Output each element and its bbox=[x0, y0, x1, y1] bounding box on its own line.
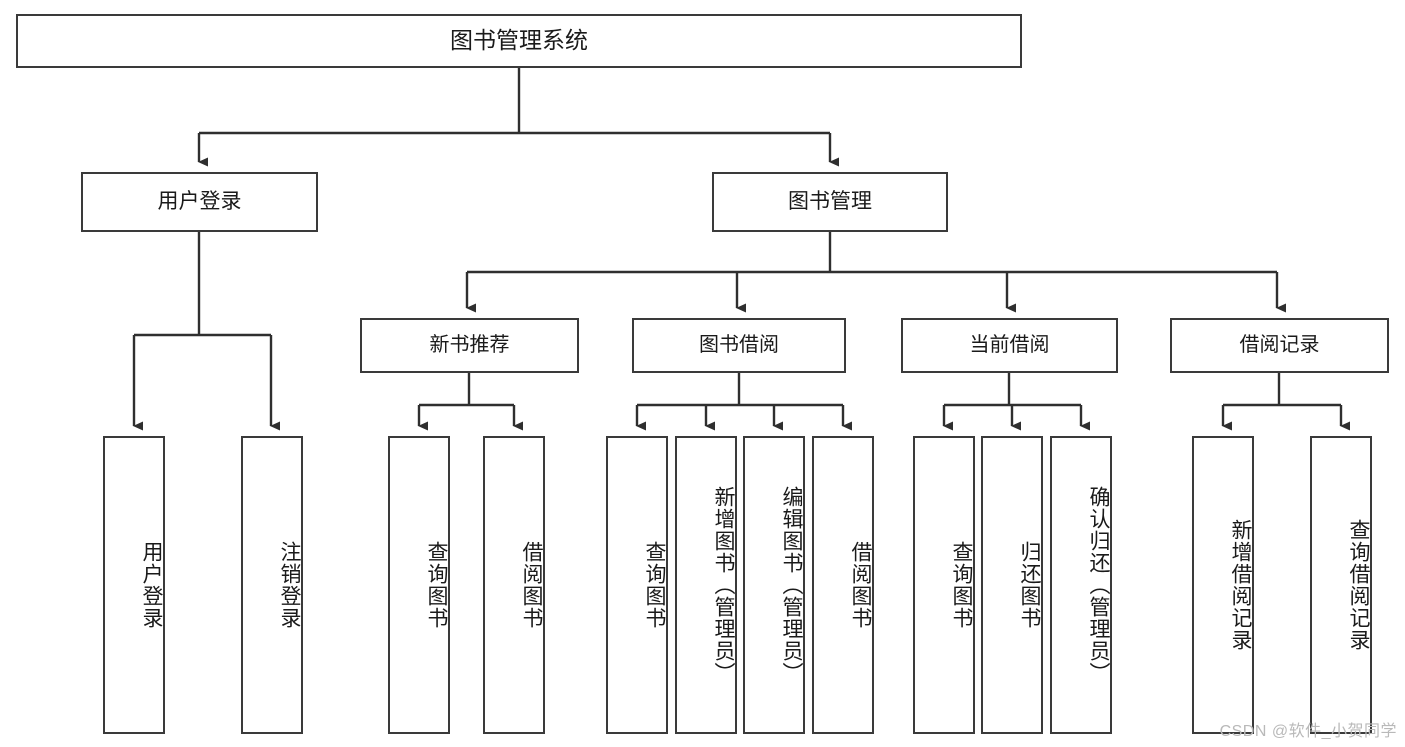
node-label: 编辑图书（管理员） bbox=[780, 486, 803, 684]
node-book-borrow[interactable]: 图书借阅 bbox=[632, 318, 846, 373]
node-label: 图书管理 bbox=[788, 189, 872, 213]
node-leaf-edit-book-admin[interactable]: 编辑图书（管理员） bbox=[743, 436, 805, 734]
node-label: 归还图书 bbox=[1018, 541, 1041, 629]
node-label: 注销登录 bbox=[278, 541, 301, 629]
node-label: 当前借阅 bbox=[969, 333, 1050, 356]
node-label: 查询图书 bbox=[425, 541, 448, 629]
node-leaf-user-login[interactable]: 用户登录 bbox=[103, 436, 165, 734]
node-label: 新增图书（管理员） bbox=[712, 486, 735, 684]
node-label: 确认归还（管理员） bbox=[1087, 486, 1110, 684]
node-label: 查询图书 bbox=[950, 541, 973, 629]
node-label: 图书管理系统 bbox=[450, 27, 588, 54]
node-leaf-logout[interactable]: 注销登录 bbox=[241, 436, 303, 734]
node-leaf-add-borrow-record[interactable]: 新增借阅记录 bbox=[1192, 436, 1254, 734]
node-leaf-query-borrow-record[interactable]: 查询借阅记录 bbox=[1310, 436, 1372, 734]
node-user-login[interactable]: 用户登录 bbox=[81, 172, 318, 232]
node-book-management[interactable]: 图书管理 bbox=[712, 172, 948, 232]
node-leaf-add-book-admin[interactable]: 新增图书（管理员） bbox=[675, 436, 737, 734]
node-label: 新增借阅记录 bbox=[1229, 519, 1252, 651]
node-leaf-confirm-return-admin[interactable]: 确认归还（管理员） bbox=[1050, 436, 1112, 734]
node-leaf-return-book[interactable]: 归还图书 bbox=[981, 436, 1043, 734]
csdn-watermark: CSDN @软件_小贺同学 bbox=[1219, 723, 1397, 740]
node-root-book-management-system[interactable]: 图书管理系统 bbox=[16, 14, 1022, 68]
node-new-book-recommend[interactable]: 新书推荐 bbox=[360, 318, 579, 373]
node-leaf-query-book-current[interactable]: 查询图书 bbox=[913, 436, 975, 734]
node-label: 新书推荐 bbox=[429, 333, 510, 356]
node-label: 借阅图书 bbox=[849, 541, 872, 629]
node-label: 用户登录 bbox=[157, 189, 242, 213]
node-label: 用户登录 bbox=[140, 541, 163, 629]
node-label: 借阅图书 bbox=[520, 541, 543, 629]
node-current-borrow[interactable]: 当前借阅 bbox=[901, 318, 1118, 373]
node-borrow-record[interactable]: 借阅记录 bbox=[1170, 318, 1389, 373]
node-leaf-borrow-book-recommend[interactable]: 借阅图书 bbox=[483, 436, 545, 734]
node-label: 借阅记录 bbox=[1239, 333, 1320, 356]
node-leaf-query-book-recommend[interactable]: 查询图书 bbox=[388, 436, 450, 734]
node-label: 查询图书 bbox=[643, 541, 666, 629]
node-label: 图书借阅 bbox=[699, 333, 779, 356]
node-leaf-query-book-borrow[interactable]: 查询图书 bbox=[606, 436, 668, 734]
node-leaf-borrow-book[interactable]: 借阅图书 bbox=[812, 436, 874, 734]
node-label: 查询借阅记录 bbox=[1347, 519, 1370, 651]
